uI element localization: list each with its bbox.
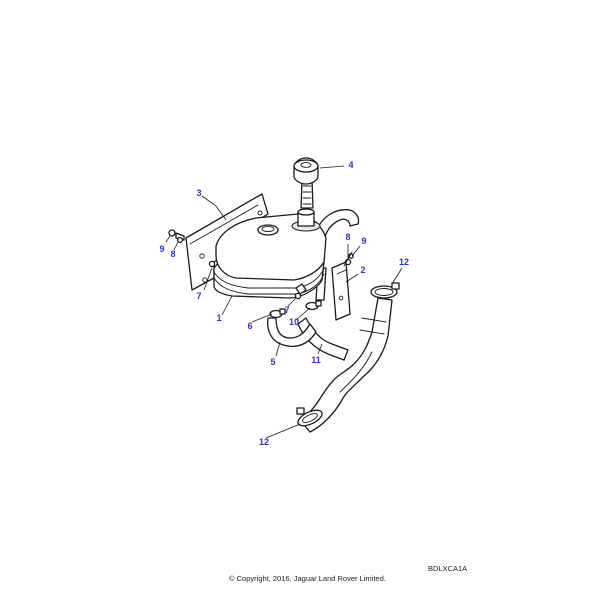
fastener-left: [168, 229, 185, 244]
callout-1: 1: [216, 313, 222, 323]
callout-7-left: 7: [196, 291, 202, 301]
callout-9-left: 9: [159, 244, 165, 254]
callout-8-right: 8: [345, 232, 351, 242]
leader-lines: [165, 165, 403, 439]
fastener-right: [343, 251, 354, 267]
outlet-clips: [208, 260, 322, 319]
copyright-notice: © Copyright, 2016. Jaguar Land Rover Lim…: [229, 574, 386, 583]
coolant-hose-lower: [299, 297, 393, 433]
callout-8-left: 8: [170, 249, 176, 259]
callout-7-center: 7: [284, 305, 290, 315]
callout-12-top: 12: [398, 257, 410, 267]
support-bracket: [331, 261, 351, 321]
expansion-tank: [213, 208, 327, 299]
callout-4: 4: [348, 160, 354, 170]
hose-clip-top: [370, 282, 400, 299]
callout-2: 2: [360, 265, 366, 275]
callout-12-bottom: 12: [258, 437, 270, 447]
callout-6: 6: [247, 321, 253, 331]
filler-cap: [293, 157, 319, 209]
callout-9-right: 9: [361, 236, 367, 246]
hose-clip-bottom: [296, 407, 323, 427]
callout-5: 5: [270, 357, 276, 367]
figure-code: BDLXCA1A: [428, 564, 468, 573]
callout-10: 10: [288, 317, 300, 327]
callout-3: 3: [196, 188, 202, 198]
callout-11: 11: [311, 355, 321, 365]
coolant-hose-small: [267, 317, 317, 348]
